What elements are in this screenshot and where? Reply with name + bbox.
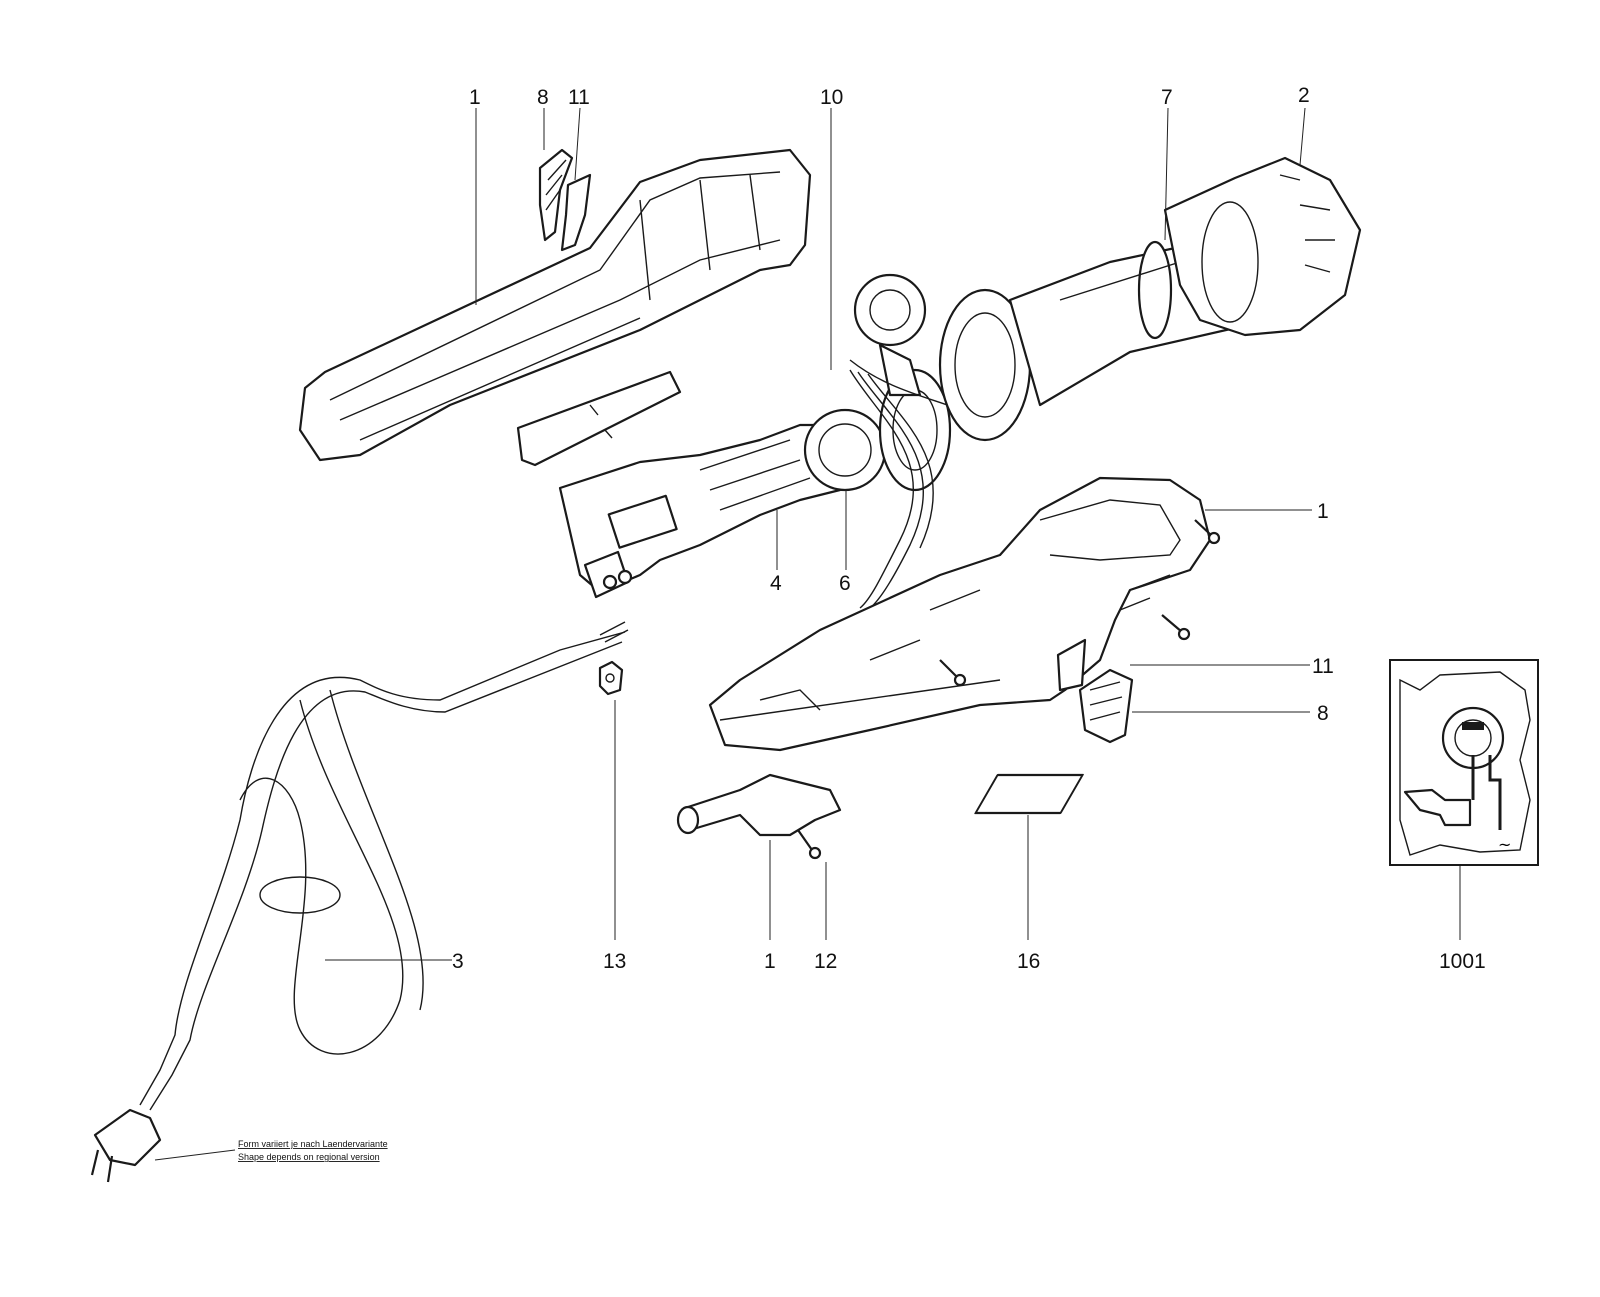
callout-3: 3 bbox=[452, 950, 464, 973]
regional-note: Form variiert je nach Laendervariante Sh… bbox=[238, 1139, 388, 1162]
wiring-inset: ~ bbox=[1389, 659, 1539, 866]
housing-half-top bbox=[298, 148, 812, 462]
trigger-part-right bbox=[1056, 638, 1134, 744]
callout-13: 13 bbox=[603, 950, 626, 973]
screws bbox=[797, 519, 1221, 860]
callout-11-top: 11 bbox=[568, 86, 590, 109]
internal-assembly bbox=[558, 368, 952, 599]
note-line-german: Form variiert je nach Laendervariante bbox=[238, 1139, 388, 1149]
handle-piece-bottom bbox=[676, 773, 842, 837]
callout-1-right: 1 bbox=[1317, 500, 1329, 523]
callout-10: 10 bbox=[820, 86, 843, 109]
callout-2: 2 bbox=[1298, 84, 1310, 107]
label-sticker bbox=[974, 773, 1084, 815]
cover-plate bbox=[516, 370, 682, 467]
callout-16: 16 bbox=[1017, 950, 1040, 973]
callout-4: 4 bbox=[770, 572, 782, 595]
wire-harness bbox=[849, 359, 1001, 611]
trigger-part-top bbox=[538, 148, 592, 252]
callout-1001: 1001 bbox=[1439, 950, 1486, 973]
housing-half-right bbox=[708, 476, 1212, 752]
callout-labels: 1 8 11 10 7 2 1 4 6 11 8 3 13 1 12 16 10… bbox=[452, 84, 1486, 973]
leader-lines bbox=[154, 107, 1461, 1161]
fan-disk bbox=[853, 273, 927, 397]
callout-7: 7 bbox=[1161, 86, 1173, 109]
nozzle bbox=[1163, 156, 1362, 337]
callout-1-top: 1 bbox=[469, 86, 481, 109]
callout-8-top: 8 bbox=[537, 86, 549, 109]
callout-6: 6 bbox=[839, 572, 851, 595]
callout-8-right: 8 bbox=[1317, 702, 1329, 725]
cable-clamp bbox=[598, 660, 624, 696]
note-line-english: Shape depends on regional version bbox=[238, 1152, 380, 1162]
svg-text:~: ~ bbox=[1498, 835, 1511, 854]
callout-11-right: 11 bbox=[1312, 655, 1334, 678]
callout-12: 12 bbox=[814, 950, 837, 973]
power-cord bbox=[90, 621, 629, 1183]
callout-1-bottom: 1 bbox=[764, 950, 776, 973]
